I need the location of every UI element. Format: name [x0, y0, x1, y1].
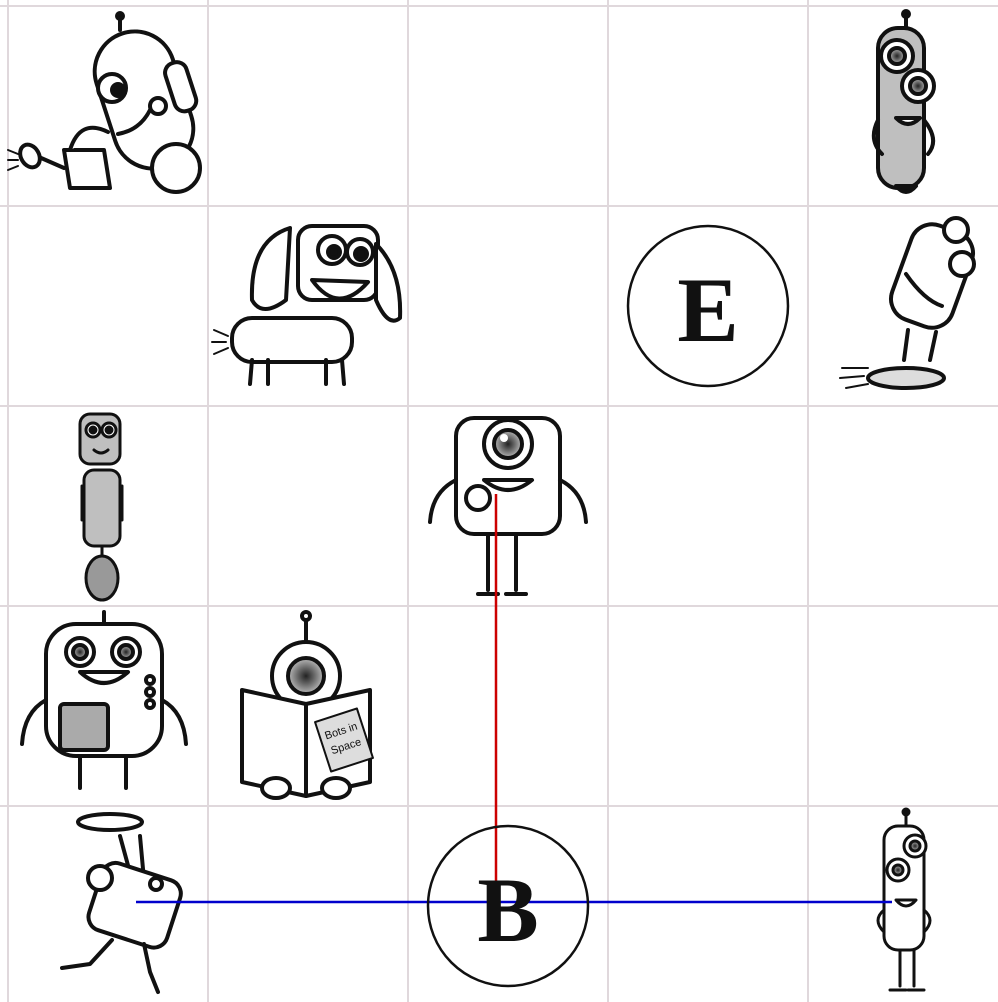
board-cell-r4-c1[interactable]	[209, 807, 407, 1002]
board-cell-r1-c2[interactable]	[409, 207, 607, 405]
board-cell-r3-c3[interactable]	[609, 607, 807, 805]
board-cell-r0-c2[interactable]	[409, 7, 607, 205]
marker-B-label: B	[477, 859, 538, 961]
board-cell-r4-c3[interactable]	[609, 807, 807, 1002]
marker-E[interactable]: E	[628, 226, 788, 386]
board-cell-r2-c1[interactable]	[209, 407, 407, 605]
unicycle-robot[interactable]	[80, 414, 122, 600]
board-cell-r2-c4[interactable]	[809, 407, 998, 605]
board-cell-r3-c2[interactable]	[409, 607, 607, 805]
board-cell-r3-c4[interactable]	[809, 607, 998, 805]
board-cell-r0-c3[interactable]	[609, 7, 807, 205]
board-cell-r2-c3[interactable]	[609, 407, 807, 605]
marker-E-label: E	[677, 259, 738, 361]
board-cell-r0-c1[interactable]	[209, 7, 407, 205]
board-cell-r1-c0[interactable]	[9, 207, 207, 405]
